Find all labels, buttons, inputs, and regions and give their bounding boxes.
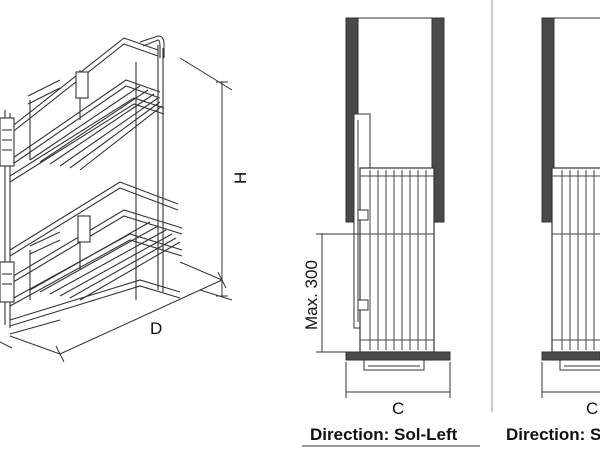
cabinet-right <box>541 17 600 371</box>
width-label-left: C <box>392 399 404 418</box>
depth-label: D <box>150 319 162 338</box>
direction-caption-right: Direction: S <box>506 425 600 444</box>
max-height-dimension <box>316 233 360 353</box>
isometric-basket <box>0 35 183 335</box>
height-dimension <box>179 57 233 301</box>
cabinet-left <box>345 17 451 371</box>
depth-dimension <box>9 261 227 363</box>
width-dimension-left <box>345 362 451 398</box>
height-label: H <box>231 172 250 184</box>
width-label-right: C <box>586 399 598 418</box>
max-height-label: Max. 300 <box>302 260 321 330</box>
direction-caption-left: Direction: Sol-Left <box>310 425 458 444</box>
width-dimension-right <box>541 362 600 398</box>
